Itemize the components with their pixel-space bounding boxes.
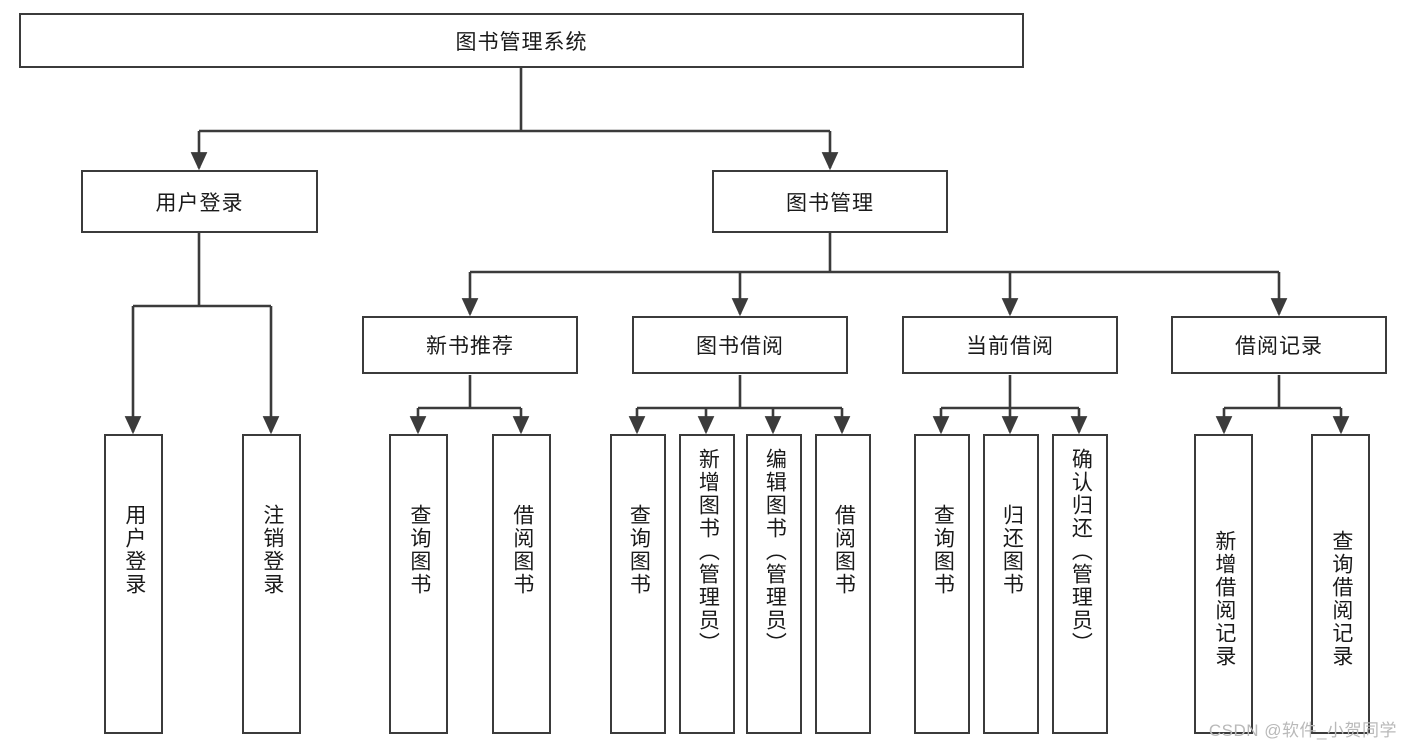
node-new-book-label: 新书推荐: [426, 335, 514, 358]
node-leaf-current-confirm[interactable]: 确认归还（管理员）: [1052, 434, 1108, 734]
node-leaf-borrow-add[interactable]: 新增图书（管理员）: [679, 434, 735, 734]
watermark: CSDN @软件_小贺同学: [1208, 721, 1397, 740]
node-leaf-logout-label: 注销登录: [260, 504, 284, 596]
node-user-login[interactable]: 用户登录: [81, 170, 318, 233]
node-root[interactable]: 图书管理系统: [19, 13, 1024, 68]
node-leaf-borrow-edit-label: 编辑图书（管理员）: [763, 448, 787, 655]
node-leaf-current-query-label: 查询图书: [931, 504, 955, 596]
node-leaf-borrow-edit[interactable]: 编辑图书（管理员）: [746, 434, 802, 734]
node-leaf-current-return-label: 归还图书: [1000, 504, 1024, 596]
node-root-label: 图书管理系统: [455, 30, 588, 54]
node-leaf-borrow-do[interactable]: 借阅图书: [815, 434, 871, 734]
node-leaf-borrow-query-label: 查询图书: [627, 504, 651, 596]
node-current-borrow-label: 当前借阅: [966, 335, 1054, 358]
node-leaf-current-query[interactable]: 查询图书: [914, 434, 970, 734]
node-leaf-borrow-do-label: 借阅图书: [832, 504, 856, 596]
node-leaf-record-query-label: 查询借阅记录: [1329, 530, 1353, 668]
node-leaf-current-confirm-label: 确认归还（管理员）: [1069, 448, 1093, 655]
node-leaf-user-login-label: 用户登录: [122, 504, 146, 596]
node-new-book[interactable]: 新书推荐: [362, 316, 578, 374]
node-leaf-newbook-borrow[interactable]: 借阅图书: [492, 434, 551, 734]
node-book-manage-label: 图书管理: [786, 191, 874, 215]
node-leaf-record-query[interactable]: 查询借阅记录: [1311, 434, 1370, 734]
node-book-borrow-label: 图书借阅: [696, 335, 784, 358]
node-borrow-record-label: 借阅记录: [1235, 335, 1323, 358]
node-leaf-newbook-query-label: 查询图书: [407, 504, 431, 596]
node-borrow-record[interactable]: 借阅记录: [1171, 316, 1387, 374]
node-leaf-borrow-query[interactable]: 查询图书: [610, 434, 666, 734]
node-book-manage[interactable]: 图书管理: [712, 170, 948, 233]
node-leaf-borrow-add-label: 新增图书（管理员）: [696, 448, 720, 655]
node-leaf-record-add[interactable]: 新增借阅记录: [1194, 434, 1253, 734]
node-leaf-logout[interactable]: 注销登录: [242, 434, 301, 734]
node-leaf-user-login[interactable]: 用户登录: [104, 434, 163, 734]
node-leaf-record-add-label: 新增借阅记录: [1212, 530, 1236, 668]
node-leaf-newbook-borrow-label: 借阅图书: [510, 504, 534, 596]
node-leaf-current-return[interactable]: 归还图书: [983, 434, 1039, 734]
node-current-borrow[interactable]: 当前借阅: [902, 316, 1118, 374]
node-user-login-label: 用户登录: [155, 191, 244, 215]
node-leaf-newbook-query[interactable]: 查询图书: [389, 434, 448, 734]
node-book-borrow[interactable]: 图书借阅: [632, 316, 848, 374]
